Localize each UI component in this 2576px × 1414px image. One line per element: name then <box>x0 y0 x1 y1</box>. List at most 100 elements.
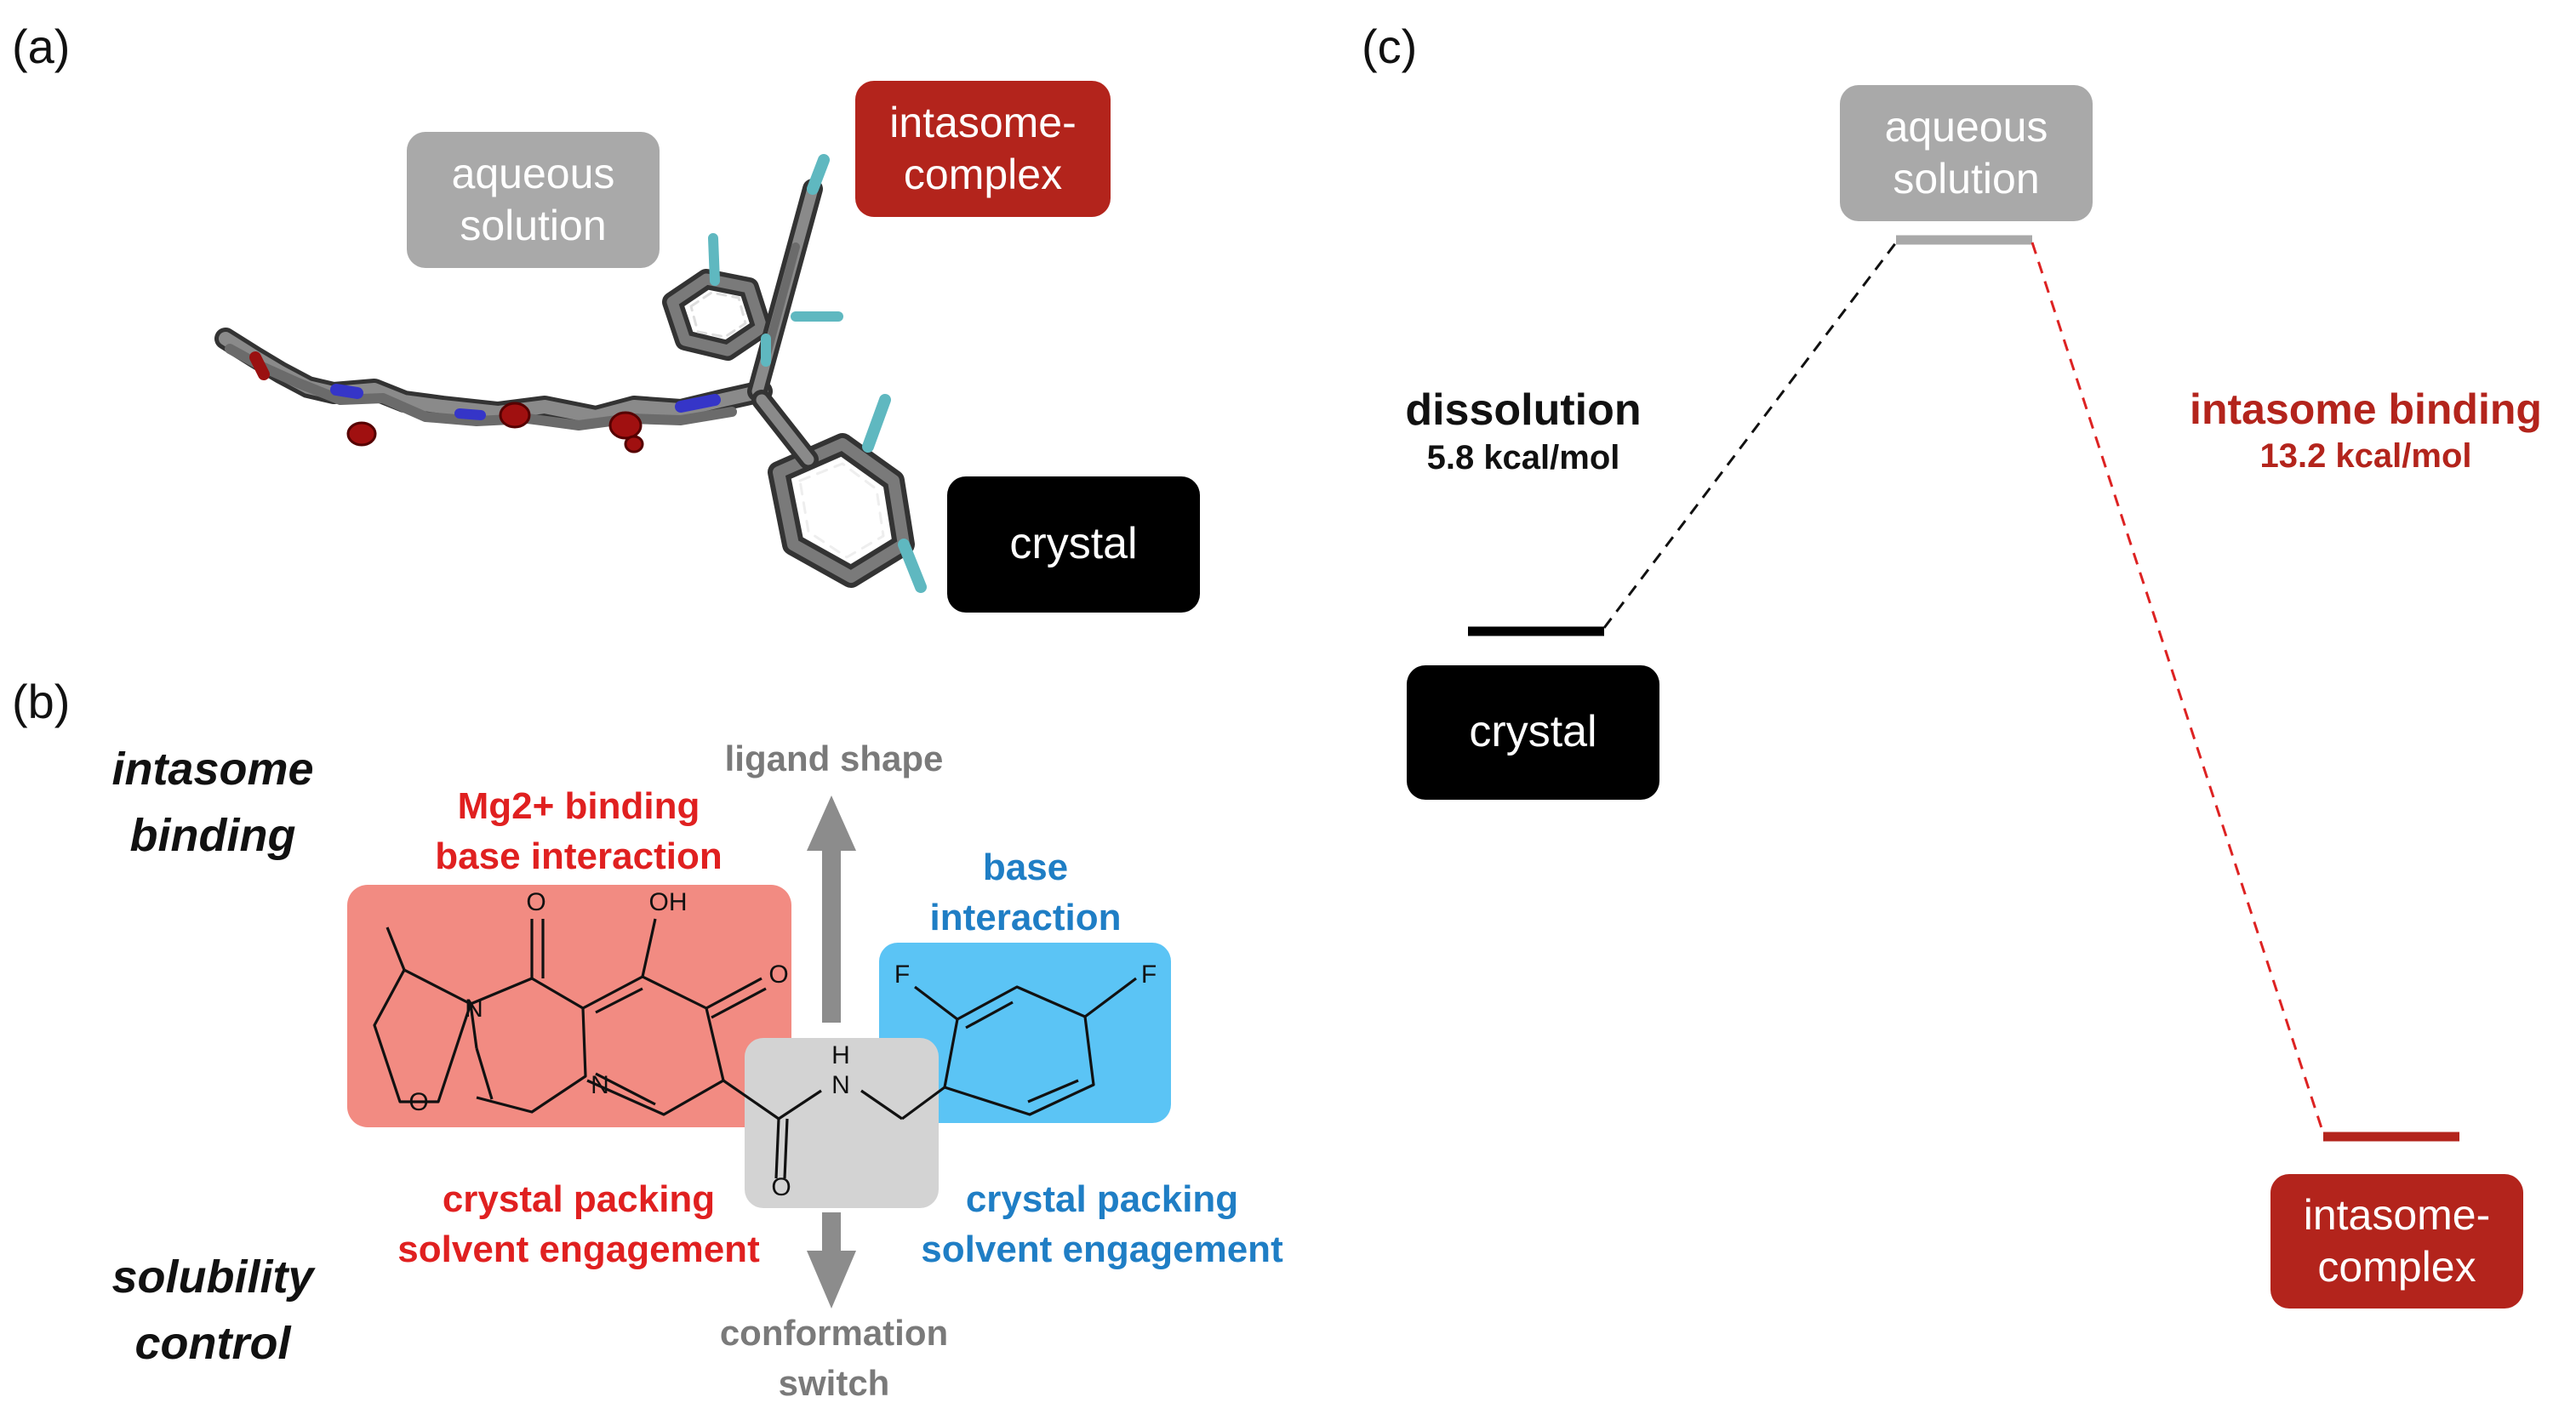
solubility-control-line-2: control <box>134 1318 291 1370</box>
oxygen-atom-3 <box>608 411 643 440</box>
blue-solvent-engagement-line: solvent engagement <box>921 1229 1283 1271</box>
intasome-binding-line-1: intasome <box>111 744 314 795</box>
upper-phenyl-ring-inner <box>666 273 768 356</box>
bond-central-ring <box>470 977 587 1114</box>
bond-pyridinone-double-2 <box>595 987 643 1014</box>
down-arrow <box>807 1212 856 1309</box>
label-red-bottom: crystal packing solvent engagement <box>374 1174 783 1275</box>
up-arrow-head <box>807 795 856 851</box>
blue-crystal-packing-line: crystal packing <box>965 1178 1239 1220</box>
bond-oxazolidine <box>373 968 472 1103</box>
dissolution-label: dissolution 5.8 kcal/mol <box>1353 385 1694 477</box>
solution-line-2: solution <box>460 202 607 249</box>
upper-phenyl-aromatic <box>689 291 747 339</box>
red-solvent-engagement-line: solvent engagement <box>397 1229 760 1271</box>
binding-energy: 13.2 kcal/mol <box>2259 437 2472 475</box>
atom-f2: F <box>1141 961 1157 989</box>
bond-methyl <box>386 927 406 971</box>
label-intasome-binding: intasome binding <box>94 736 332 869</box>
nitrogen-stick-1 <box>330 384 363 399</box>
bond-amide-c <box>723 1079 780 1120</box>
bond-amide-o <box>774 1118 780 1179</box>
blue-interaction-line: interaction <box>929 897 1122 939</box>
gray-region <box>745 1038 939 1208</box>
fluorine-stick-6 <box>898 539 927 593</box>
label-conformation-switch: conformation switch <box>689 1309 979 1409</box>
atom-f1: F <box>894 961 910 989</box>
atom-o4: O <box>771 1173 791 1201</box>
base-interaction-line: base interaction <box>435 835 723 878</box>
bond-amide-o-b <box>783 1118 789 1179</box>
atom-o2: O <box>768 961 788 989</box>
bond-ring-fused <box>475 1047 494 1100</box>
intasome-binding-label: intasome binding 13.2 kcal/mol <box>2162 385 2570 476</box>
c-complex-line-2: complex <box>2317 1243 2476 1291</box>
panel-label-a: (a) <box>12 20 71 73</box>
fluorine-stick-1 <box>807 154 830 195</box>
bond-f2 <box>1084 977 1137 1018</box>
panel-a-crystal-box: crystal <box>947 476 1200 613</box>
switch-line-2: switch <box>778 1362 890 1403</box>
fluorine-stick-2 <box>708 233 720 286</box>
label-blue-top: base interaction <box>894 842 1157 944</box>
bond-hydroxyl <box>641 918 657 978</box>
panel-c-intasome-complex-box: intasome-complex <box>2270 1174 2523 1309</box>
bond-carbonyl-2 <box>705 977 763 1010</box>
label-ligand-shape: ligand shape <box>724 738 944 778</box>
atom-n1: N <box>465 995 483 1023</box>
atom-n2: N <box>591 1071 609 1099</box>
label-solubility-control: solubility control <box>85 1244 340 1377</box>
up-arrow <box>807 795 856 1023</box>
binding-title: intasome binding <box>2190 385 2542 433</box>
atom-o3: O <box>408 1088 428 1116</box>
c-solution-line-2: solution <box>1893 155 2040 202</box>
bond-pyridinone <box>582 975 725 1116</box>
c-aqueous-line-1: aqueous <box>1884 103 2048 151</box>
fluorine-stick-5 <box>862 394 891 453</box>
oxygen-atoms <box>346 402 644 453</box>
atom-nh-n: N <box>831 1071 850 1099</box>
complex-line-2: complex <box>903 151 1063 198</box>
binding-connector <box>2031 242 2325 1134</box>
dissolution-energy: 5.8 kcal/mol <box>1426 439 1620 476</box>
atom-oh: OH <box>649 888 688 916</box>
down-arrow-shaft <box>822 1212 841 1259</box>
bond-pyridinone-double <box>595 1072 656 1106</box>
bond-n-ch2 <box>860 1089 903 1120</box>
intasome-binding-line-2: binding <box>129 810 296 862</box>
c-crystal-label: crystal <box>1469 707 1597 757</box>
bond-phenyl-double-2 <box>1027 1079 1079 1103</box>
bond-ring-n <box>469 1003 478 1049</box>
dissolution-title: dissolution <box>1405 385 1642 435</box>
down-arrow-head <box>807 1251 856 1309</box>
lower-ring-link <box>756 394 814 465</box>
conformation-line-1: conformation <box>719 1313 949 1353</box>
bond-carbonyl-2b <box>711 987 767 1019</box>
oxygen-atom-1 <box>346 421 377 447</box>
oxygen-atom-4 <box>624 435 644 453</box>
bond-amide-n <box>778 1089 822 1120</box>
panel-a-aqueous-solution-box: aqueous solution <box>407 132 660 268</box>
bond-f1 <box>914 985 958 1021</box>
red-crystal-packing-line: crystal packing <box>442 1178 716 1220</box>
lower-phenyl-aromatic <box>798 462 885 559</box>
up-arrow-shaft <box>822 842 841 1023</box>
mg-binding-line: Mg2+ binding <box>457 785 700 827</box>
aqueous-line-1: aqueous <box>451 150 615 197</box>
panel-a-intasome-complex-box: intasome-complex <box>855 81 1111 217</box>
bond-phenyl-double-1 <box>965 1001 1014 1029</box>
bond-ch2-phenyl <box>901 1086 945 1120</box>
blue-base-line: base <box>982 847 1069 888</box>
nitrogen-stick-3 <box>454 408 486 420</box>
intasome-line-1: intasome- <box>889 99 1077 146</box>
atom-o1: O <box>526 888 545 916</box>
panel-label-b: (b) <box>12 675 71 728</box>
oxygen-stick-1 <box>249 351 270 380</box>
panel-label-c: (c) <box>1362 20 1418 73</box>
crystal-label: crystal <box>1009 519 1138 569</box>
oxygen-atom-2 <box>499 402 531 429</box>
panel-c-crystal-box: crystal <box>1407 665 1659 800</box>
